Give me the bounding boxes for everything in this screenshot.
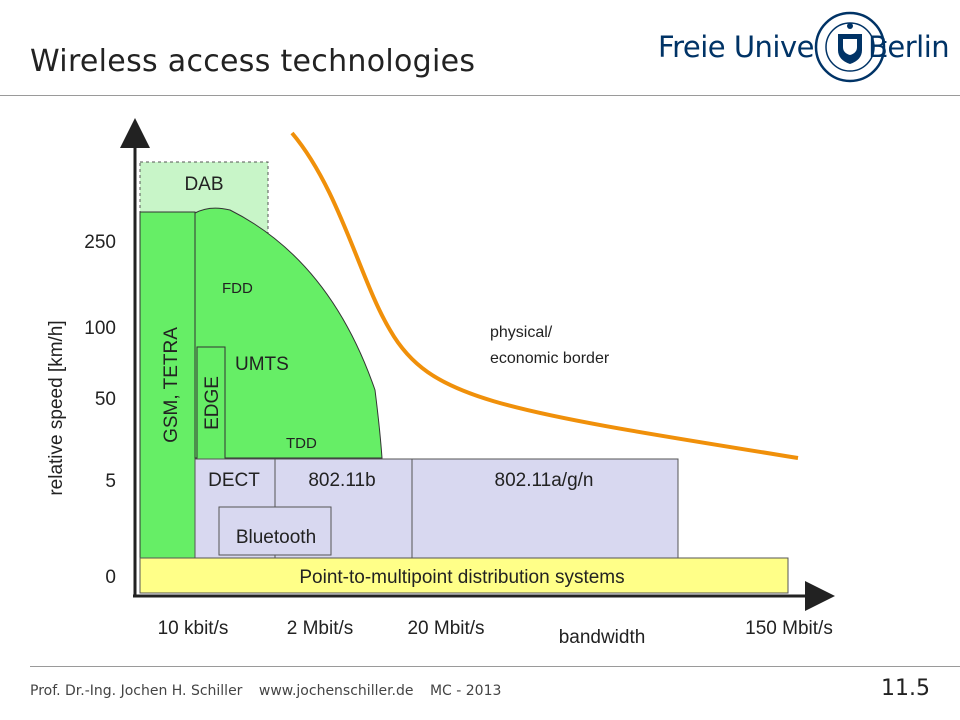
y-tick-label: 0	[105, 567, 116, 588]
gsm-tetra-label: GSM, TETRA	[161, 327, 182, 443]
university-logo-text-right: Berlin	[868, 30, 950, 64]
bluetooth-region	[218, 506, 332, 556]
umts-label: UMTS	[235, 354, 289, 375]
y-tick-label: 50	[95, 389, 116, 410]
y-tick-label: 100	[84, 318, 116, 339]
x-tick-label: 2 Mbit/s	[287, 618, 354, 639]
wlan-b-label: 802.11b	[308, 470, 375, 491]
fdd-label: FDD	[222, 280, 253, 297]
edge-region	[196, 346, 226, 460]
x-axis-label: bandwidth	[559, 627, 646, 648]
footer-divider	[30, 666, 960, 667]
tdd-label: TDD	[286, 435, 317, 452]
edge-label: EDGE	[202, 376, 223, 430]
footer: Prof. Dr.-Ing. Jochen H. Schiller www.jo…	[30, 683, 513, 699]
wlan-agn-label: 802.11a/g/n	[495, 470, 594, 491]
border-label-line2: economic border	[490, 350, 610, 367]
title-divider	[0, 95, 960, 96]
bluetooth-label: Bluetooth	[236, 527, 316, 548]
x-tick-label: 10 kbit/s	[158, 618, 229, 639]
footer-author: Prof. Dr.-Ing. Jochen H. Schiller	[30, 683, 243, 699]
point-to-multipoint-region	[139, 557, 789, 594]
university-seal-icon	[814, 6, 886, 88]
y-tick-label: 250	[84, 232, 116, 253]
border-label-line1: physical/	[490, 324, 553, 341]
umts-region	[194, 207, 383, 459]
y-tick-label: 5	[105, 471, 116, 492]
wlan-agn-region	[411, 458, 679, 559]
dab-label: DAB	[184, 174, 223, 195]
footer-website: www.jochenschiller.de	[258, 683, 414, 699]
point-to-multipoint-label: Point-to-multipoint distribution systems	[299, 567, 624, 588]
x-tick-label: 20 Mbit/s	[407, 618, 484, 639]
footer-course: MC - 2013	[429, 683, 502, 699]
page-number: 11.5	[881, 676, 930, 701]
physical-economic-border-curve	[290, 131, 799, 460]
x-tick-label: 150 Mbit/s	[745, 618, 833, 639]
y-axis-label: relative speed [km/h]	[46, 320, 67, 495]
dect-label: DECT	[208, 470, 260, 491]
slide-title: Wireless access technologies	[30, 44, 476, 79]
